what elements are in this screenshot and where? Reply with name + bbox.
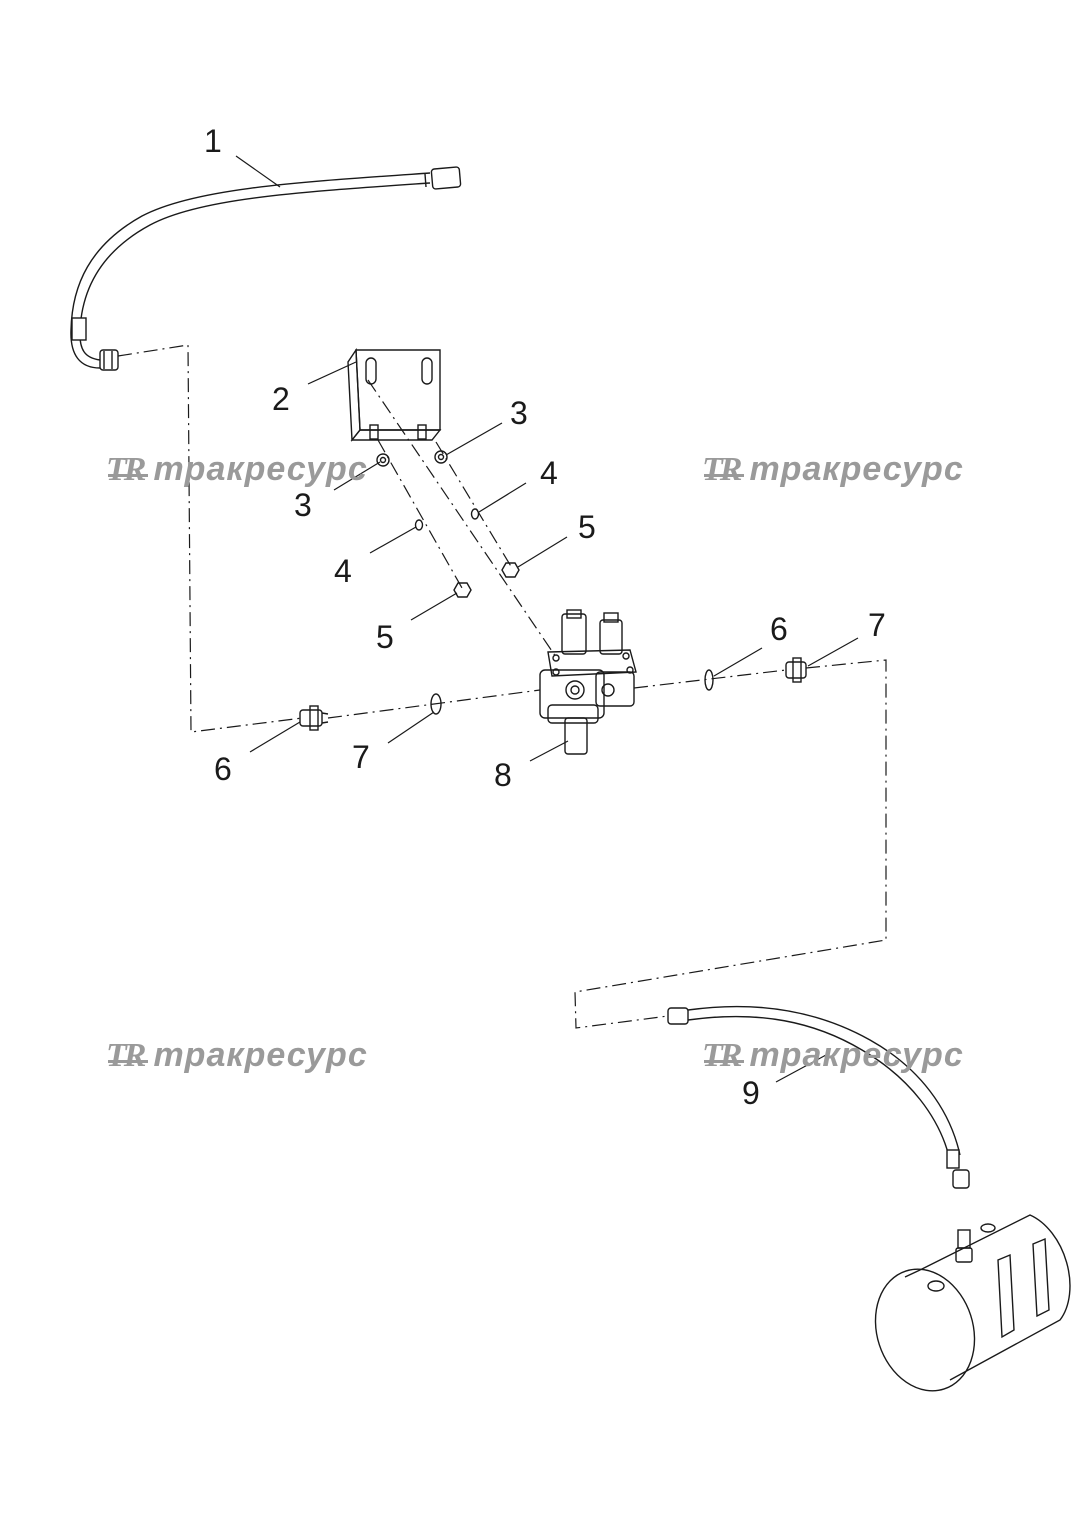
watermark-logo: TR bbox=[106, 451, 146, 488]
washer-3-right bbox=[434, 450, 448, 464]
callout-3-right: 3 bbox=[510, 395, 528, 431]
callout-7-left: 7 bbox=[352, 739, 370, 775]
callout-4-left: 4 bbox=[334, 553, 352, 589]
callout-4-right: 4 bbox=[540, 455, 558, 491]
callout-8: 8 bbox=[494, 757, 512, 793]
valve-8 bbox=[539, 609, 637, 755]
watermark-logo: TR bbox=[702, 1037, 742, 1074]
watermark-text: тракресурс bbox=[749, 450, 964, 488]
callout-9: 9 bbox=[742, 1075, 760, 1111]
fitting-6-left bbox=[299, 705, 329, 731]
lockwasher-4-right bbox=[470, 508, 480, 520]
callout-2: 2 bbox=[272, 381, 290, 417]
callout-6-left: 6 bbox=[214, 751, 232, 787]
bolt-5-right bbox=[501, 562, 520, 578]
callout-7-right: 7 bbox=[868, 607, 886, 643]
fitting-7-right bbox=[785, 657, 807, 683]
hose-9 bbox=[667, 1005, 970, 1189]
callout-3-left: 3 bbox=[294, 487, 312, 523]
callout-6-right: 6 bbox=[770, 611, 788, 647]
bolt-5-left bbox=[453, 582, 472, 598]
washer-3-left bbox=[376, 453, 390, 467]
watermark-text: тракресурс bbox=[749, 1036, 964, 1074]
watermark-text: тракресурс bbox=[153, 450, 368, 488]
callouts: 1 2 3 3 4 4 5 5 6 6 7 7 8 9 bbox=[204, 123, 886, 1111]
callout-1: 1 bbox=[204, 123, 222, 159]
hose-1 bbox=[70, 166, 462, 371]
callout-5-left: 5 bbox=[376, 619, 394, 655]
watermark-logo: TR bbox=[106, 1037, 146, 1074]
air-receiver bbox=[874, 1214, 1071, 1392]
watermark-text: тракресурс bbox=[153, 1036, 368, 1074]
callout-5-right: 5 bbox=[578, 509, 596, 545]
lockwasher-4-left bbox=[414, 519, 424, 531]
seal-7-left bbox=[430, 693, 442, 715]
watermark-logo: TR bbox=[702, 451, 742, 488]
bracket-2 bbox=[347, 347, 442, 442]
